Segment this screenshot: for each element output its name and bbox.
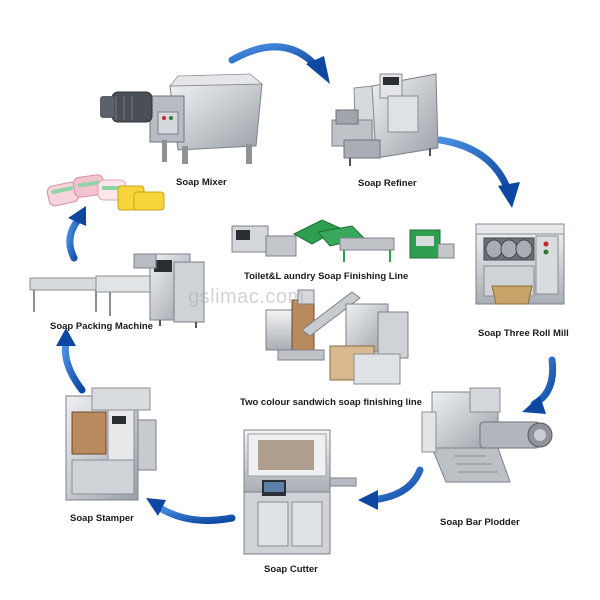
two-colour-sandwich-finishing-line xyxy=(265,289,409,385)
label-soap-bar-plodder: Soap Bar Plodder xyxy=(440,517,520,528)
soap-mixer-machine xyxy=(100,73,264,164)
soap-stamper-machine xyxy=(65,387,157,501)
watermark: gslimac.com xyxy=(188,286,305,308)
soap-cutter-machine xyxy=(243,429,357,555)
flow-arrow-refiner-to-three-roll xyxy=(436,136,520,208)
soap-bar-plodder-machine xyxy=(421,387,553,483)
label-soap-refiner: Soap Refiner xyxy=(358,178,417,189)
flow-arrow-three-roll-to-plodder xyxy=(522,356,557,414)
flow-arrow-plodder-to-cutter xyxy=(358,466,424,510)
label-two-colour-sandwich-line: Two colour sandwich soap finishing line xyxy=(240,397,422,408)
label-soap-stamper: Soap Stamper xyxy=(70,513,134,524)
soap-packing-machine xyxy=(29,253,205,328)
soap-three-roll-mill-machine xyxy=(475,223,565,305)
flow-arrow-mixer-to-refiner xyxy=(228,43,330,84)
label-soap-cutter: Soap Cutter xyxy=(264,564,318,575)
label-soap-three-roll-mill: Soap Three Roll Mill xyxy=(478,328,569,339)
toilet-laundry-finishing-line xyxy=(231,219,455,262)
label-toilet-laundry-line: Toilet&L aundry Soap Finishing Line xyxy=(244,271,409,282)
soap-bars-product xyxy=(46,174,165,211)
flow-arrow-stamper-to-packing xyxy=(56,328,86,394)
flow-arrow-cutter-to-stamper xyxy=(146,498,236,524)
label-soap-mixer: Soap Mixer xyxy=(176,177,227,188)
soap-refiner-machine xyxy=(331,73,439,166)
label-soap-packing-machine: Soap Packing Machine xyxy=(50,321,153,332)
flow-arrow-packing-to-bars xyxy=(66,206,86,262)
